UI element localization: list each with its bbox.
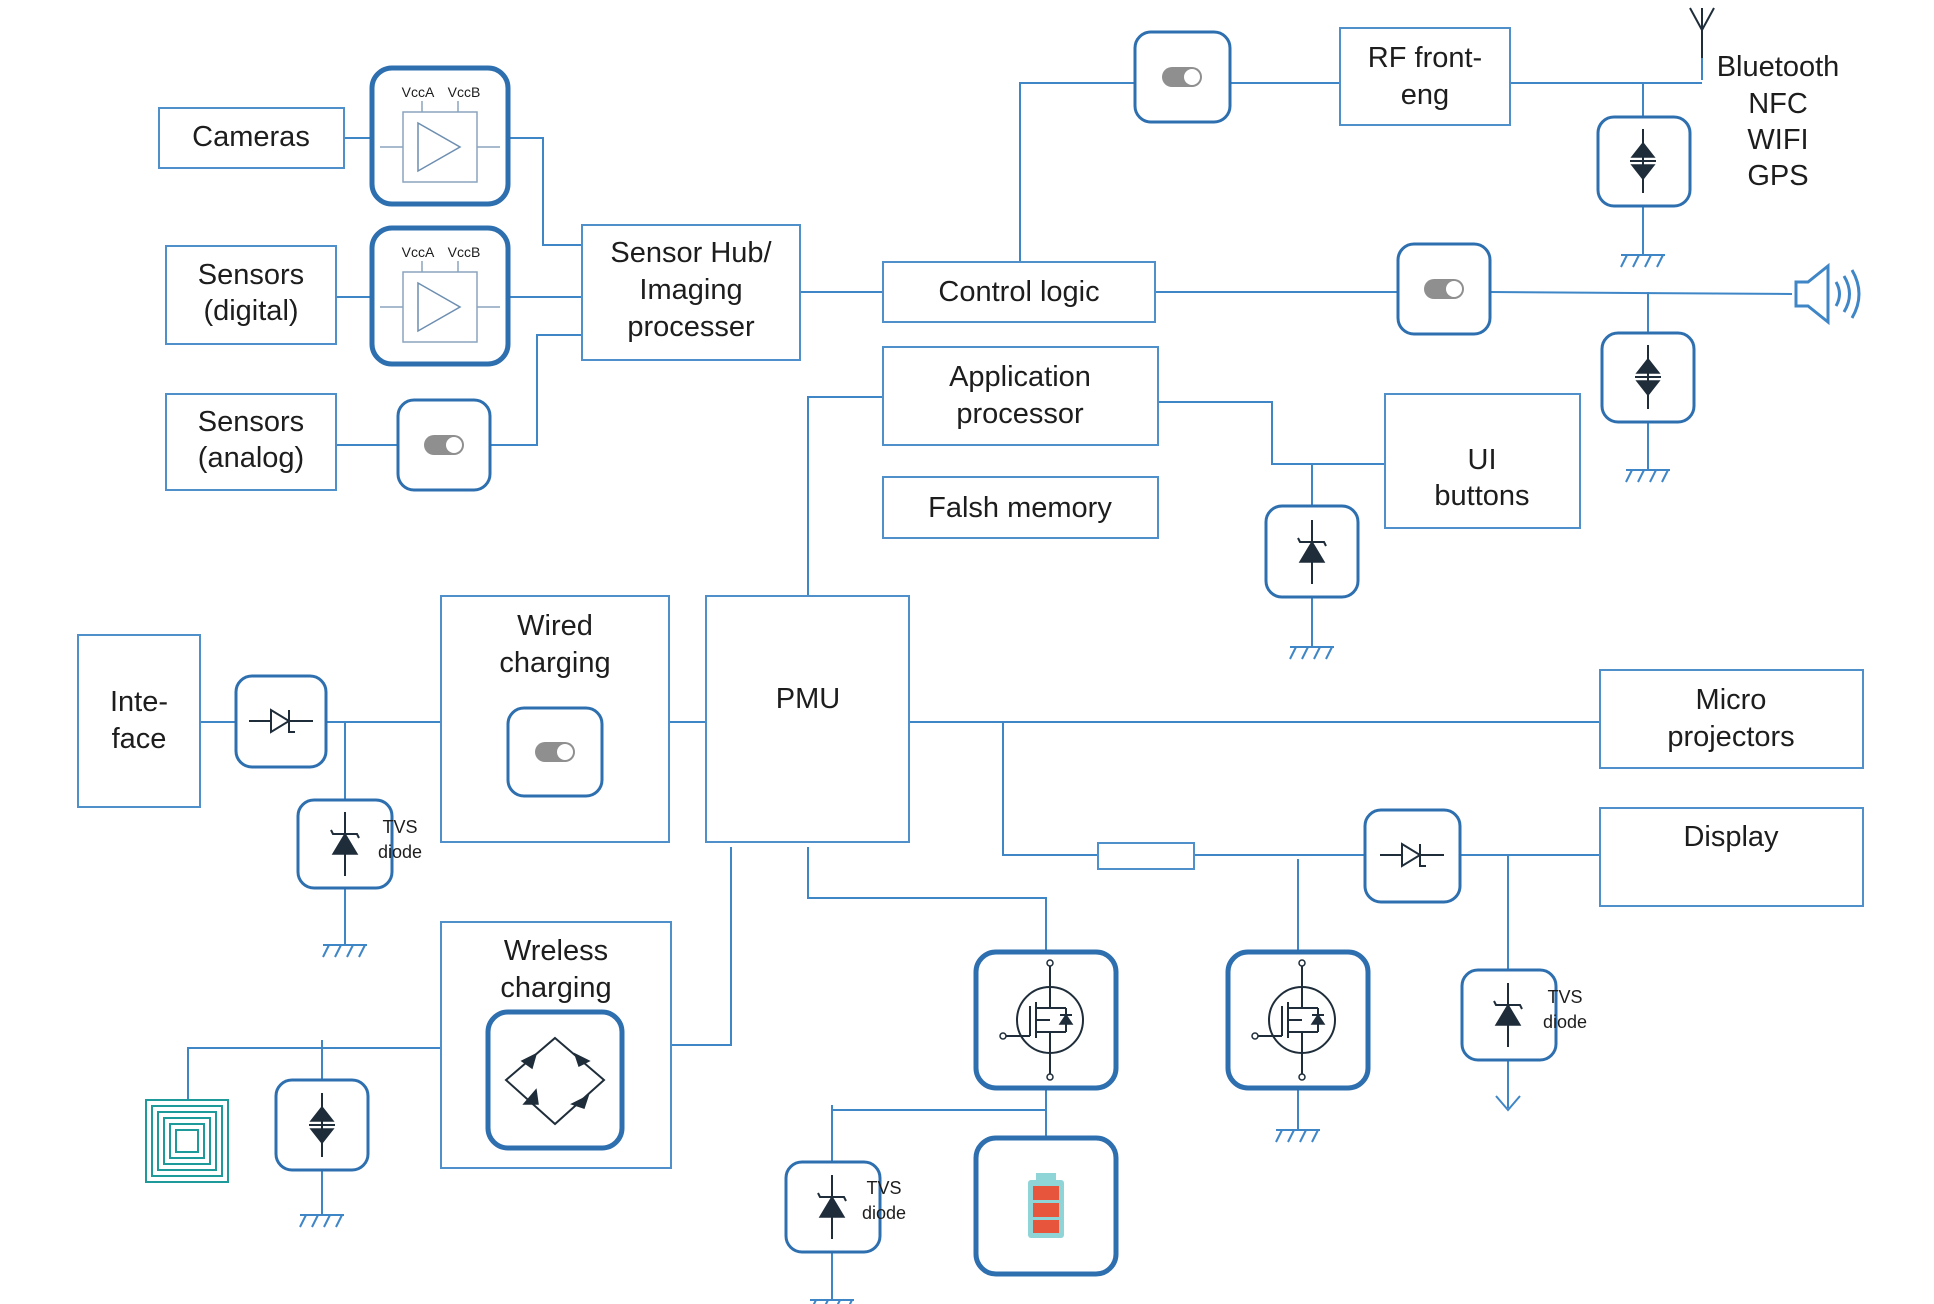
vccb-label: VccB — [448, 244, 481, 260]
tvs-label: TVS — [866, 1178, 901, 1198]
ui-buttons-label-2: buttons — [1434, 480, 1529, 512]
control-logic-label: Control logic — [938, 276, 1099, 308]
vcca-label: VccA — [402, 84, 435, 100]
sensor-hub-label-3: processer — [627, 311, 755, 343]
wireless-charging-label-1: Wreless — [504, 935, 608, 967]
ground-icon — [299, 1214, 345, 1228]
display-label: Display — [1683, 821, 1779, 853]
pmu-label: PMU — [776, 683, 840, 715]
ground-icon — [1625, 469, 1671, 483]
block-cameras: Cameras — [158, 107, 345, 169]
ideal-diode-icon — [234, 674, 328, 769]
block-control-logic: Control logic — [882, 261, 1156, 323]
block-flash-memory: Falsh memory — [882, 476, 1159, 539]
ground-icon — [1289, 646, 1335, 660]
ideal-diode-icon — [1363, 808, 1462, 904]
ground-icon — [809, 1299, 855, 1304]
sensor-hub-label-2: Imaging — [639, 274, 742, 306]
micro-projectors-label-2: projectors — [1667, 721, 1794, 753]
block-sensors-digital: Sensors (digital) — [165, 245, 337, 345]
block-display: Display — [1599, 807, 1864, 907]
sensor-hub-label-1: Sensor Hub/ — [610, 237, 772, 269]
level-shifter-icon: VccA VccB — [369, 225, 511, 367]
block-sensors-analog: Sensors (analog) — [165, 393, 337, 491]
diode-label: diode — [862, 1203, 906, 1223]
tvs-diode-icon: TVS diode — [1460, 968, 1587, 1062]
toggle-switch-icon — [506, 706, 604, 798]
mosfet-icon — [1225, 949, 1371, 1091]
tvs-diode-icon — [1596, 115, 1692, 208]
block-interface: Inte- face — [77, 634, 201, 808]
toggle-switch-icon — [396, 398, 492, 492]
toggle-switch-icon — [1396, 242, 1492, 336]
tvs-label: TVS — [382, 817, 417, 837]
bridge-rectifier-icon — [485, 1009, 625, 1151]
wifi-label: WIFI — [1747, 124, 1808, 156]
battery-icon — [973, 1135, 1119, 1277]
radios-labels: Bluetooth NFC WIFI GPS — [1717, 51, 1840, 192]
ground-icon — [1275, 1129, 1321, 1143]
block-ui-buttons: UI buttons — [1384, 393, 1581, 529]
ground-icon — [322, 944, 368, 958]
ui-buttons-label-1: UI — [1468, 444, 1497, 476]
wireless-charging-label-2: charging — [500, 972, 611, 1004]
app-processor-label-2: processor — [956, 398, 1084, 430]
diode-label: diode — [1543, 1012, 1587, 1032]
vcca-label: VccA — [402, 244, 435, 260]
block-pmu: PMU — [705, 595, 910, 843]
app-processor-label-1: Application — [949, 361, 1091, 393]
wired-charging-label-1: Wired — [517, 610, 593, 642]
tvs-diode-icon: TVS diode — [296, 798, 422, 890]
level-shifter-icon: VccA VccB — [369, 65, 511, 207]
block-rf-frontend: RF front- eng — [1339, 27, 1511, 126]
bluetooth-label: Bluetooth — [1717, 51, 1840, 83]
interface-label-1: Inte- — [110, 686, 168, 718]
nfc-label: NFC — [1748, 88, 1808, 120]
block-sensor-hub: Sensor Hub/ Imaging processer — [581, 224, 801, 361]
cameras-label: Cameras — [192, 121, 310, 153]
resistor-icon — [1097, 842, 1195, 870]
toggle-switch-icon — [1133, 30, 1232, 124]
block-application-processor: Application processor — [882, 346, 1159, 446]
rf-frontend-label-2: eng — [1401, 79, 1449, 111]
sensors-analog-label-2: (analog) — [198, 442, 304, 474]
ground-icon — [1620, 254, 1666, 268]
sensors-analog-label-1: Sensors — [198, 406, 304, 438]
rf-frontend-label-1: RF front- — [1368, 42, 1482, 74]
wired-charging-label-2: charging — [499, 647, 610, 679]
block-micro-projectors: Micro projectors — [1599, 669, 1864, 769]
vccb-label: VccB — [448, 84, 481, 100]
micro-projectors-label-1: Micro — [1696, 684, 1767, 716]
tvs-label: TVS — [1547, 987, 1582, 1007]
tvs-diode-icon — [1600, 331, 1696, 424]
antenna-icon — [1689, 7, 1715, 58]
sensors-digital-label-2: (digital) — [203, 295, 298, 327]
mosfet-icon — [973, 949, 1119, 1091]
interface-label-2: face — [112, 723, 167, 755]
tvs-diode-icon: TVS diode — [784, 1160, 906, 1254]
speaker-icon — [1794, 262, 1861, 326]
wires — [187, 58, 1793, 1300]
diode-label: diode — [378, 842, 422, 862]
tvs-diode-icon — [1264, 504, 1360, 599]
sensors-digital-label-1: Sensors — [198, 259, 304, 291]
tvs-diode-icon — [274, 1078, 370, 1172]
nfc-coil-icon — [145, 1099, 229, 1183]
gps-label: GPS — [1747, 160, 1808, 192]
flash-memory-label: Falsh memory — [928, 492, 1112, 524]
